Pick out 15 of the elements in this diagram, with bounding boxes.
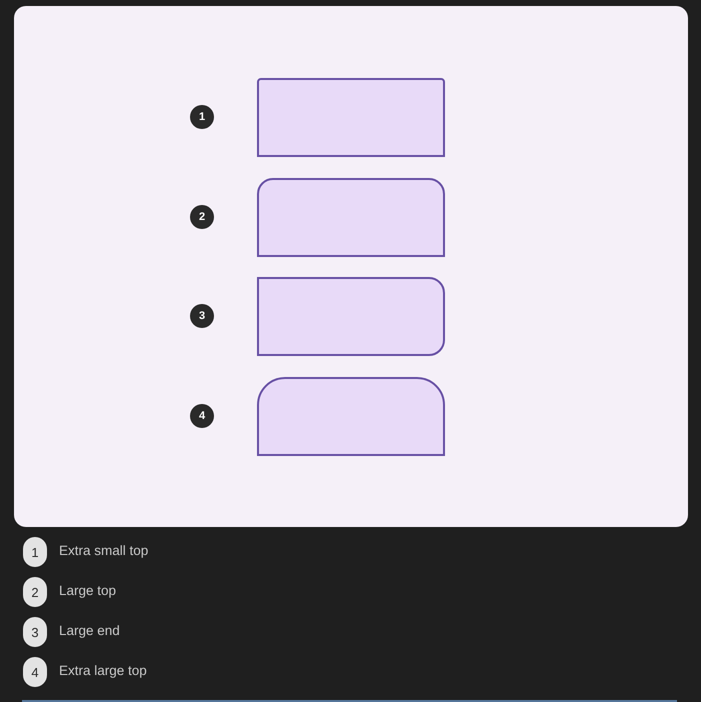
- number-badge: 1: [23, 537, 47, 567]
- shape-description: Large top: [59, 582, 116, 600]
- rounded-rectangle-shape: [257, 277, 445, 356]
- shape-description: Extra small top: [59, 542, 148, 560]
- rounded-rectangle-shape: [257, 78, 445, 157]
- callout-number: 3: [190, 304, 214, 328]
- shape-description: Large end: [59, 622, 120, 640]
- rounded-rectangle-shape: [257, 178, 445, 257]
- callout-number: 4: [190, 404, 214, 428]
- number-badge: 3: [23, 617, 47, 647]
- number-badge: 4: [23, 657, 47, 687]
- shape-description: Extra large top: [59, 662, 147, 680]
- callout-number: 2: [190, 205, 214, 229]
- callout-number: 1: [190, 105, 214, 129]
- number-badge: 2: [23, 577, 47, 607]
